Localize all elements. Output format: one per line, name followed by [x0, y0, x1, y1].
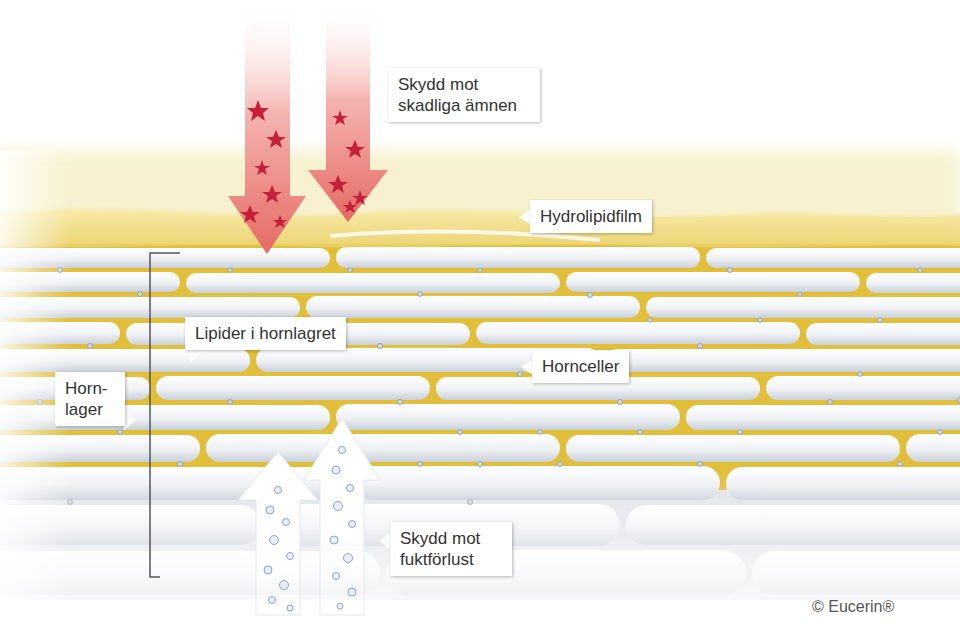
callout-label: Hornceller [532, 350, 629, 383]
copyright-note: © Eucerin® [812, 597, 894, 617]
callout-label: Skydd mot skadliga ämnen [388, 68, 540, 122]
callout-label: Hydrolipidfilm [530, 200, 652, 233]
callout-label: Skydd mot fuktförlust [390, 522, 512, 576]
callout-label: Lipider i hornlagret [185, 317, 346, 350]
callout-label: Horn- lager [55, 372, 125, 426]
